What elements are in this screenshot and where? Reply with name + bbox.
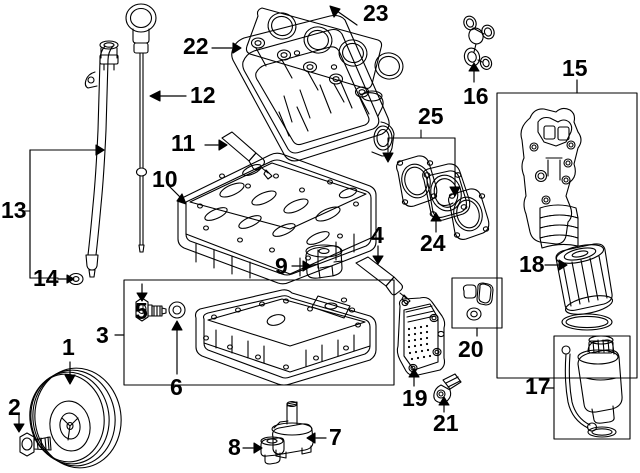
part-23-intake-gasket xyxy=(245,5,404,90)
part-16-check-valve xyxy=(463,15,495,83)
bracket-25 xyxy=(382,129,461,197)
part-2-pulley-bolt xyxy=(13,413,52,457)
callout-11: 11 xyxy=(171,130,196,156)
bracket-13 xyxy=(21,144,105,279)
callout-5: 5 xyxy=(135,298,148,324)
callout-14: 14 xyxy=(33,265,59,291)
callout-9: 9 xyxy=(275,253,288,279)
part-6-washer xyxy=(168,301,186,375)
callout-18: 18 xyxy=(519,251,545,277)
part-25-gasket-right xyxy=(447,188,490,240)
callout-24: 24 xyxy=(420,230,446,256)
part-8-sensor-plug xyxy=(242,436,285,465)
part-13-dipstick-tube xyxy=(57,40,119,286)
callout-19: 19 xyxy=(402,385,428,411)
part-12-dipstick xyxy=(125,3,187,253)
callout-1: 1 xyxy=(62,334,75,360)
group-box-20 xyxy=(451,277,503,337)
callout-8: 8 xyxy=(228,434,241,460)
callout-17: 17 xyxy=(525,373,551,399)
callout-25: 25 xyxy=(418,103,444,129)
callout-15: 15 xyxy=(562,55,588,81)
callout-12: 12 xyxy=(190,82,216,108)
part-7-oil-level-sensor xyxy=(271,401,327,459)
part-22-valve-cover xyxy=(211,14,395,162)
callout-22: 22 xyxy=(183,33,209,59)
callout-13: 13 xyxy=(1,197,27,223)
callout-10: 10 xyxy=(152,166,178,192)
part-17-filter-cap xyxy=(561,335,623,438)
part-5-drain-plug xyxy=(135,283,167,322)
part-9-oil-pressure-switch xyxy=(291,244,343,279)
part-25-gasket-left xyxy=(395,155,438,207)
group-box-15 xyxy=(496,79,638,379)
callout-20: 20 xyxy=(458,336,484,362)
callout-16: 16 xyxy=(463,83,489,109)
part-lower-oil-pan xyxy=(194,289,377,386)
part-15-filter-housing xyxy=(520,107,614,331)
part-19-oil-cooler xyxy=(396,296,446,387)
part-21-bolt xyxy=(433,373,462,413)
callout-3: 3 xyxy=(96,322,109,348)
callout-4: 4 xyxy=(371,222,384,248)
callout-7: 7 xyxy=(329,424,342,450)
part-24-seal-retainer xyxy=(422,163,471,233)
callout-2: 2 xyxy=(8,394,21,420)
part-4-sealant-tube xyxy=(355,245,411,305)
part-11-sealant-tube xyxy=(204,131,273,180)
callout-23: 23 xyxy=(363,0,389,26)
callout-6: 6 xyxy=(170,374,183,400)
part-1-crankshaft-pulley xyxy=(29,361,122,469)
group-box-3 xyxy=(114,279,395,386)
part-10-upper-oil-pan xyxy=(167,152,377,285)
group-box-17 xyxy=(545,335,631,440)
callout-21: 21 xyxy=(433,410,459,436)
